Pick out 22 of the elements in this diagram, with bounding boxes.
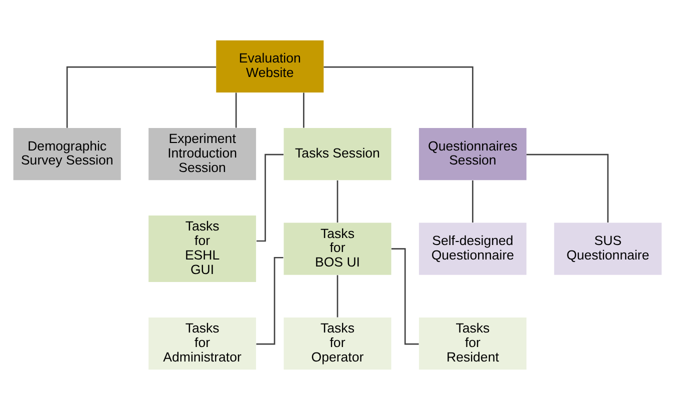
node-box: Tasks for Resident	[418, 316, 526, 370]
node-box: Tasks for Administrator	[148, 316, 256, 370]
connector	[336, 274, 338, 317]
node-box: Evaluation Website	[216, 40, 324, 92]
node-box: Self-designed Questionnaire	[418, 222, 526, 274]
node-box: Demographic Survey Session	[13, 127, 121, 180]
connector	[256, 153, 284, 242]
connector	[235, 92, 237, 128]
connector	[256, 256, 284, 344]
connector	[324, 66, 474, 128]
node-box: Experiment Introduction Session	[148, 127, 256, 180]
node-box: Tasks Session	[284, 127, 392, 180]
connector	[336, 180, 338, 222]
connector	[472, 180, 474, 222]
connector	[303, 92, 304, 128]
node-box: Tasks for BOS UI	[284, 222, 392, 274]
connector	[526, 153, 609, 222]
node-box: Tasks for Operator	[284, 316, 392, 370]
connector	[66, 66, 216, 128]
node-box: Tasks for ESHL GUI	[148, 215, 256, 282]
node-box: SUS Questionnaire	[554, 222, 662, 274]
node-box: Questionnaires Session	[418, 127, 526, 180]
